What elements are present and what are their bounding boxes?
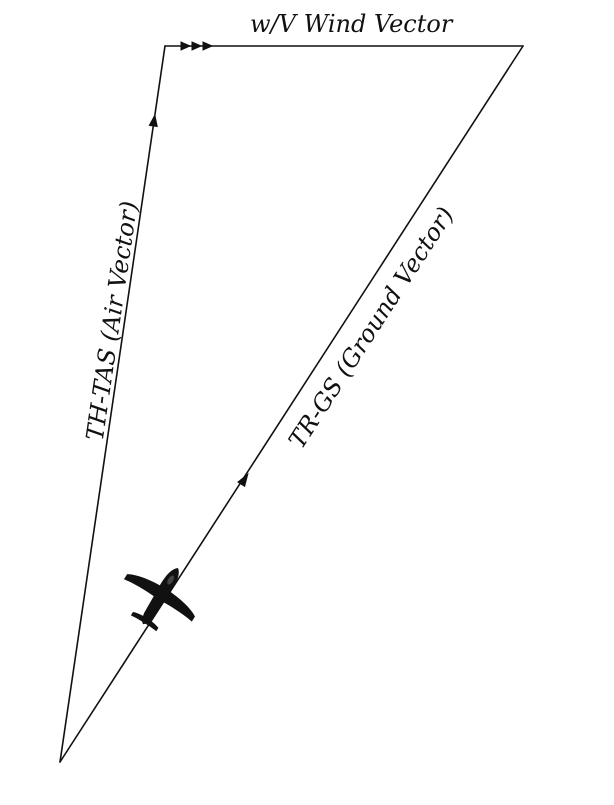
- ground-vector-label: TR-GS (Ground Vector): [283, 202, 459, 454]
- airplane-icon: [123, 568, 195, 632]
- air-vector-line: [59, 45, 166, 763]
- ground-vector-arrow-icon: [237, 472, 249, 488]
- ground-vector-line: [59, 45, 524, 763]
- air-vector-label: TH-TAS (Air Vector): [81, 199, 144, 442]
- wind-vector-label: w/V Wind Vector: [250, 10, 454, 38]
- air-vector-arrow-icon: [148, 113, 158, 128]
- wind-vector-arrows-icon: [180, 41, 214, 51]
